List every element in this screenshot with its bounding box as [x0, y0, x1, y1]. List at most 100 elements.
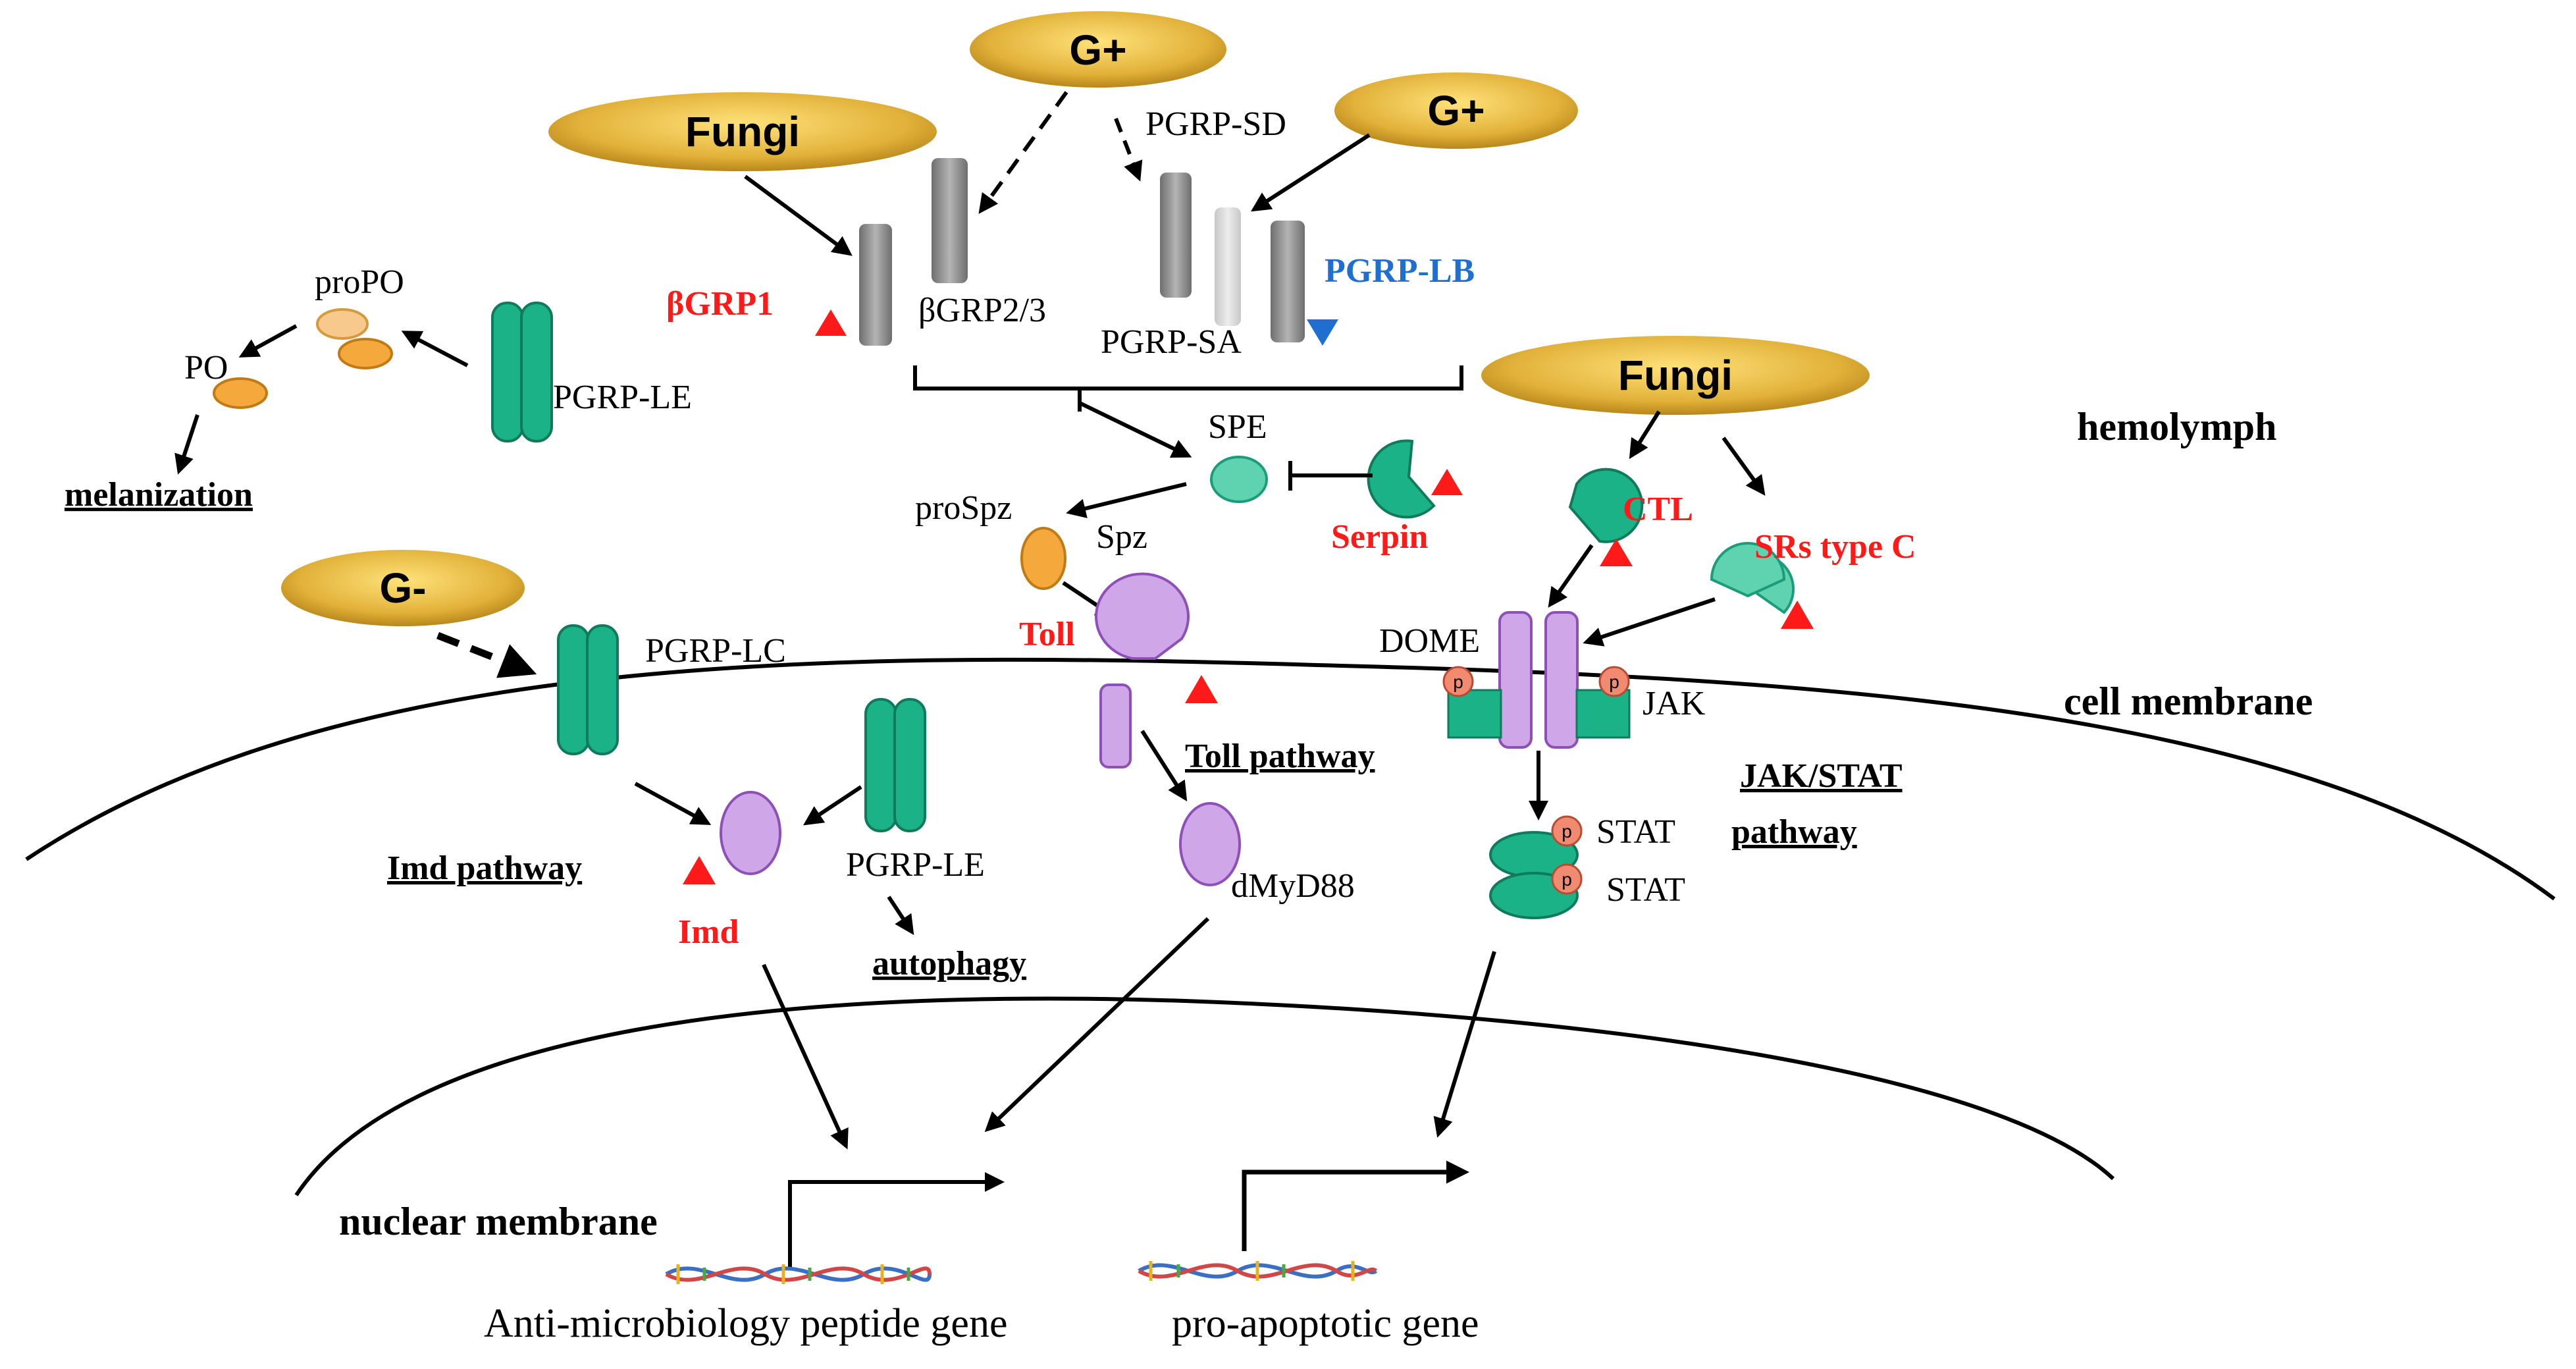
- dmyd88-label: dMyD88: [1231, 867, 1355, 905]
- stat-dimer: p p: [1489, 815, 1583, 919]
- jak-label: JAK: [1643, 685, 1706, 722]
- bgrp23-label: βGRP2/3: [918, 292, 1046, 329]
- bgrp1-up-marker: [815, 309, 847, 336]
- toll-receptor: [1095, 572, 1190, 768]
- pgrp-le-to-autophagy-arrow: [887, 896, 914, 936]
- svg-text:p: p: [1562, 869, 1572, 890]
- pgrp-sa-label: PGRP-SA: [1101, 323, 1242, 361]
- svg-text:Fungi: Fungi: [685, 108, 800, 155]
- toll-up-marker: [1185, 675, 1218, 703]
- pgrp-le-bottom-receptor: [864, 698, 926, 832]
- pgrp-sd-label: PGRP-SD: [1145, 105, 1286, 143]
- gplus-to-pgrp-sa-arrow: [1250, 133, 1371, 212]
- gplus-top-pill: G+: [970, 11, 1226, 88]
- po-molecule: [213, 377, 268, 409]
- svg-text:p: p: [1609, 672, 1619, 692]
- svg-text:p: p: [1453, 672, 1463, 692]
- pgrp-lb-label: PGRP-LB: [1325, 252, 1475, 290]
- pgrp-le-bottom-label: PGRP-LE: [846, 846, 985, 884]
- dome-label: DOME: [1379, 622, 1480, 660]
- bgrp1-receptor: [859, 224, 892, 346]
- dmyd88-to-amp-arrow: [984, 917, 1210, 1133]
- gplus-right-pill: G+: [1334, 72, 1578, 149]
- jak-stat-label-1: JAK/STAT: [1740, 757, 1903, 795]
- gplus-to-bgrp23-arrow: [978, 91, 1068, 214]
- melanization-label: melanization: [65, 476, 253, 514]
- fungi-left-pill: Fungi: [548, 92, 937, 171]
- fungi-to-ctl-arrow: [1629, 410, 1661, 460]
- po-to-melanization-arrow: [174, 414, 199, 475]
- pgrp-sa-receptor: [1215, 207, 1241, 326]
- receptor-bracket: [913, 365, 1463, 390]
- fungi-to-bgrp1-arrow: [744, 174, 853, 256]
- svg-text:G-: G-: [379, 564, 426, 612]
- stat-label-2: STAT: [1606, 871, 1685, 909]
- dome-receptor: [1498, 611, 1579, 749]
- svg-text:Fungi: Fungi: [1618, 352, 1733, 399]
- stat-label-1: STAT: [1596, 813, 1675, 851]
- srs-up-marker: [1781, 601, 1814, 629]
- imd-molecule: [720, 791, 781, 875]
- spe-label: SPE: [1208, 408, 1267, 446]
- ctl-up-marker: [1600, 539, 1633, 566]
- apoptotic-gene-promoter-arrow: [1242, 1160, 1469, 1251]
- hemolymph-label: hemolymph: [2077, 405, 2276, 448]
- srs-to-dome-arrow: [1583, 597, 1716, 647]
- propo-molecules: [316, 308, 393, 369]
- propo-label: proPO: [315, 263, 404, 301]
- serpin-label: Serpin: [1331, 518, 1428, 556]
- bgrp23-receptor: [932, 158, 968, 283]
- imd-up-marker: [683, 856, 716, 884]
- nuclear-membrane-line: [294, 996, 2115, 1196]
- pgrp-lb-receptor: [1271, 221, 1305, 342]
- pgrp-le-to-imd-arrow: [802, 785, 862, 826]
- jak-stat-label-2: pathway: [1731, 813, 1857, 851]
- amp-gene-label: Anti-microbiology peptide gene: [484, 1301, 1007, 1346]
- serpin-molecule: [1367, 439, 1436, 519]
- svg-text:G+: G+: [1069, 26, 1126, 74]
- imd-label: Imd: [678, 913, 739, 951]
- gminus-pill: G-: [281, 550, 525, 626]
- po-label: PO: [184, 349, 228, 387]
- gplus-to-pgrp-sd-arrow: [1114, 117, 1143, 182]
- autophagy-label: autophagy: [872, 945, 1026, 982]
- fungi-right-pill: Fungi: [1481, 336, 1870, 415]
- ctl-label: CTL: [1623, 491, 1693, 528]
- toll-to-dmyd88-arrow: [1140, 730, 1188, 802]
- srs-type-c-cap: [1710, 542, 1786, 598]
- jak-right: p: [1575, 666, 1631, 739]
- nuclear-membrane-label: nuclear membrane: [339, 1200, 658, 1243]
- pgrp-le-top-label: PGRP-LE: [553, 379, 692, 416]
- spe-molecule: [1210, 456, 1268, 503]
- apoptotic-dna-icon: [1138, 1261, 1378, 1281]
- stat-to-apoptotic-arrow: [1433, 951, 1496, 1138]
- serpin-up-marker: [1431, 469, 1463, 495]
- amp-gene-promoter-arrow: [788, 1172, 1005, 1268]
- pgrp-lc-receptor: [557, 624, 619, 755]
- dmyd88-molecule: [1179, 802, 1241, 886]
- pgrp-le-top-receptor: [491, 302, 553, 443]
- srs-type-c-label: SRs type C: [1754, 528, 1916, 566]
- pgrp-le-to-propo-arrow: [401, 331, 469, 367]
- gminus-to-pgrp-lc-arrow: [436, 631, 537, 678]
- pgrp-lc-label: PGRP-LC: [645, 632, 786, 670]
- svg-text:p: p: [1562, 821, 1572, 842]
- spz-label: Spz: [1096, 518, 1147, 556]
- imd-pathway-label: Imd pathway: [387, 849, 582, 887]
- amp-dna-icon: [665, 1264, 932, 1284]
- toll-pathway-label: Toll pathway: [1185, 738, 1375, 775]
- bracket-to-spe-arrow: [1078, 401, 1192, 458]
- spe-to-prospz-arrow: [1066, 482, 1187, 518]
- propo-to-po-arrow: [238, 324, 298, 358]
- prospz-molecule: [1020, 527, 1066, 590]
- fungi-to-srs-arrow: [1722, 437, 1766, 496]
- pgrp-lb-down-marker: [1307, 319, 1338, 346]
- jak-left: p: [1442, 666, 1502, 739]
- toll-label: Toll: [1019, 616, 1075, 653]
- cell-membrane-label: cell membrane: [2064, 680, 2313, 723]
- prospz-label: proSpz: [915, 489, 1012, 527]
- svg-text:G+: G+: [1427, 87, 1485, 134]
- pgrp-sd-receptor: [1160, 173, 1192, 298]
- imd-to-amp-arrow: [762, 963, 849, 1150]
